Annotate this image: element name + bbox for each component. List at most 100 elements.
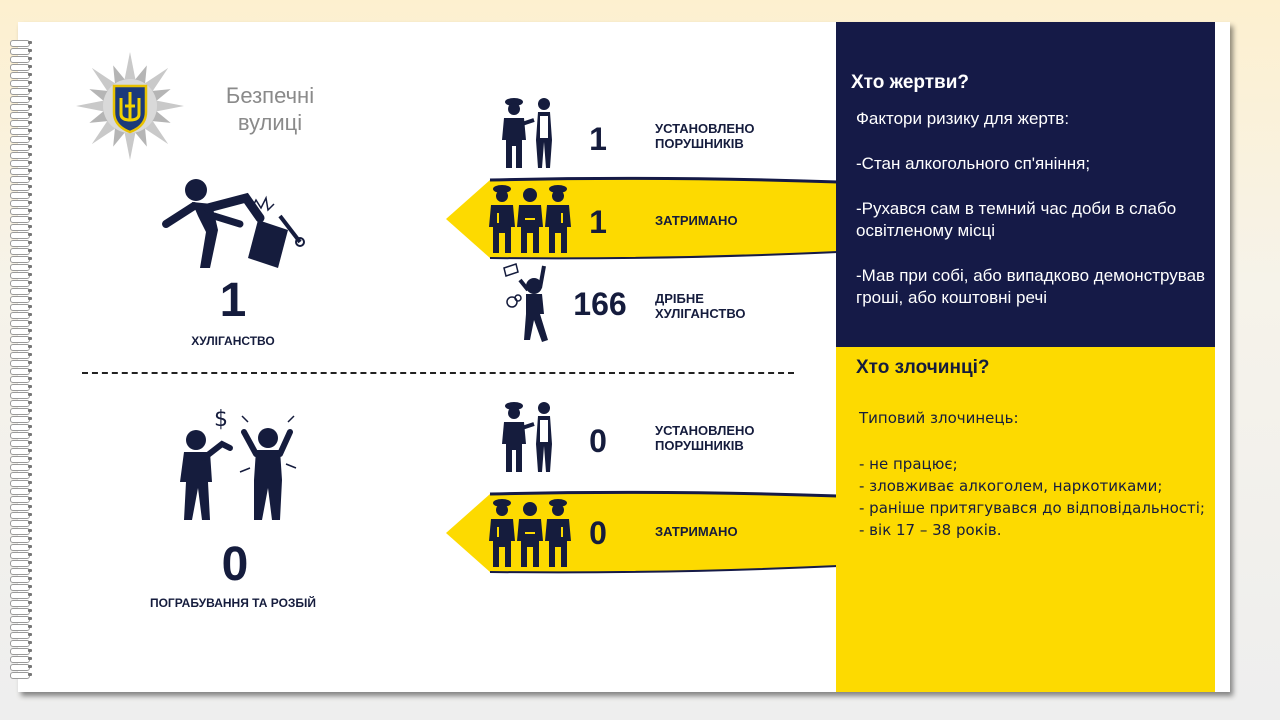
star-ray (143, 67, 169, 93)
star-ray (124, 131, 136, 160)
spiral-coil (8, 672, 38, 679)
star-ray (151, 89, 171, 102)
spiral-coil (8, 192, 38, 199)
spiral-coil (8, 512, 38, 519)
detained-label-1: ЗАТРИМАНО (655, 213, 738, 228)
offenders-item-2: - зловживає алкоголем, наркотиками; (859, 477, 1163, 495)
spiral-coil (8, 216, 38, 223)
spiral-coil (8, 360, 38, 367)
spiral-coil (8, 376, 38, 383)
spiral-coil (8, 520, 38, 527)
spiral-coil (8, 240, 38, 247)
star-ray (155, 100, 184, 112)
identified-label-1-line-2: ПОРУШНИКІВ (655, 136, 744, 151)
victims-panel: Хто жертви? Фактори ризику для жертв: -С… (836, 22, 1215, 347)
spiral-coil (8, 424, 38, 431)
spiral-coil (8, 440, 38, 447)
spiral-coil (8, 392, 38, 399)
robbery-count: 0 (221, 538, 249, 591)
offenders-item-1: - не працює; (859, 455, 958, 473)
spiral-coil (8, 584, 38, 591)
identified-count-2: 0 (589, 423, 607, 459)
identified-label-2: УСТАНОВЛЕНО ПОРУШНИКІВ (655, 423, 755, 453)
spiral-coil (8, 280, 38, 287)
star-ray (76, 100, 105, 112)
spiral-coil (8, 136, 38, 143)
spiral-coil (8, 568, 38, 575)
star-ray (143, 119, 169, 145)
identified-label-2-line-1: УСТАНОВЛЕНО (655, 423, 755, 438)
spiral-coil (8, 616, 38, 623)
spiral-coil (8, 592, 38, 599)
hooliganism-count: 1 (219, 274, 247, 327)
spiral-coil (8, 600, 38, 607)
spiral-coil (8, 264, 38, 271)
spiral-coil (8, 328, 38, 335)
spiral-coil (8, 384, 38, 391)
spiral-coil (8, 400, 38, 407)
spiral-coil (8, 200, 38, 207)
spiral-coil (8, 448, 38, 455)
arrow-band-robbery (446, 490, 839, 574)
identified-label-2-line-2: ПОРУШНИКІВ (655, 438, 744, 453)
offenders-item-4: - вік 17 – 38 років. (859, 521, 1002, 539)
hooliganism-caption: ХУЛІГАНСТВО (191, 334, 275, 348)
spiral-coil (8, 184, 38, 191)
spiral-coil (8, 336, 38, 343)
robbery-icon: $ (180, 407, 297, 520)
police-arrest-icon (489, 185, 571, 253)
spiral-coil (8, 128, 38, 135)
drunk-person-icon (503, 263, 548, 342)
star-ray (113, 65, 126, 85)
spiral-coil (8, 536, 38, 543)
spiral-coil (8, 504, 38, 511)
spiral-coil (8, 416, 38, 423)
spiral-coil (8, 296, 38, 303)
offenders-panel: Хто злочинці? Типовий злочинець: - не пр… (836, 347, 1215, 692)
victims-title: Хто жертви? (851, 72, 970, 93)
spiral-coil (8, 80, 38, 87)
star-ray (134, 65, 147, 85)
spiral-coil (8, 496, 38, 503)
police-identify-icon (502, 98, 552, 168)
spiral-coil (8, 472, 38, 479)
star-ray (134, 127, 147, 147)
spiral-coil (8, 256, 38, 263)
spiral-coil (8, 528, 38, 535)
star-ray (91, 67, 117, 93)
spiral-coil (8, 104, 38, 111)
spiral-coil (8, 48, 38, 55)
spiral-coil (8, 160, 38, 167)
spiral-coil (8, 368, 38, 375)
spiral-coil (8, 608, 38, 615)
victims-item-1: -Стан алкогольного сп'яніння; (856, 154, 1091, 173)
brand-line-1: Безпечні (225, 83, 315, 108)
spiral-coil (8, 480, 38, 487)
detained-count-2: 0 (589, 515, 607, 551)
offenders-intro: Типовий злочинець: (859, 409, 1019, 427)
spiral-coil (8, 120, 38, 127)
section-divider (82, 372, 794, 374)
svg-text:$: $ (214, 407, 228, 432)
spiral-coil (8, 560, 38, 567)
spiral-coil (8, 656, 38, 663)
star-ray (91, 119, 117, 145)
spiral-coil (8, 456, 38, 463)
police-identify-icon (502, 402, 552, 472)
hooligan-kicking-icon (162, 179, 305, 268)
spiral-coil (8, 648, 38, 655)
victims-item-3: -Мав при собі, або випадково демонструва… (856, 266, 1206, 307)
arrow-band-hooliganism (446, 176, 839, 260)
spiral-coil (8, 272, 38, 279)
petty-hooliganism-line-1: ДРІБНЕ (655, 291, 704, 306)
spiral-coil (8, 96, 38, 103)
brand-title: Безпечні вулиці (200, 82, 340, 136)
spiral-coil (8, 624, 38, 631)
spiral-coil (8, 232, 38, 239)
spiral-coil (8, 464, 38, 471)
spiral-coil (8, 64, 38, 71)
spiral-coil (8, 224, 38, 231)
spiral-coil (8, 352, 38, 359)
offenders-item-3: - раніше притягувався до відповідальност… (859, 499, 1205, 517)
spiral-coil (8, 312, 38, 319)
